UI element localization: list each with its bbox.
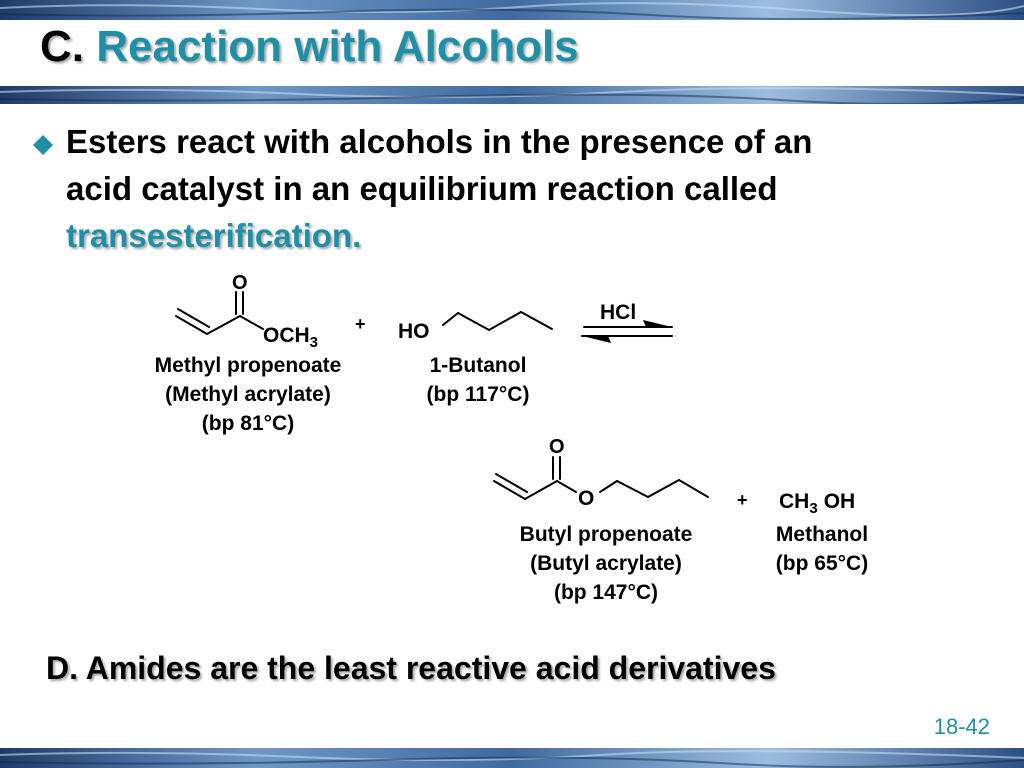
title-underline-band	[0, 86, 1024, 104]
butanol-structure	[442, 311, 553, 331]
methanol-label: Methanol (bp 65°C)	[752, 520, 892, 578]
ester-o-label: O	[578, 487, 594, 510]
product-carbonyl-o-label: O	[549, 436, 565, 458]
plus-sign: +	[355, 314, 366, 334]
butyl-acrylate-name: (Butyl acrylate)	[530, 552, 682, 575]
butanol-label: 1-Butanol (bp 117°C)	[398, 351, 558, 409]
title-text: Reaction with Alcohols	[96, 22, 579, 71]
bullet-line-1: Esters react with alcohols in the presen…	[66, 123, 813, 160]
bullet-highlight-term: transesterification.	[66, 217, 362, 254]
equilibrium-arrow	[581, 326, 673, 337]
reverse-arrowhead-icon	[582, 336, 611, 343]
diamond-bullet-icon	[33, 135, 53, 155]
methyl-acrylate-name: (Methyl acrylate)	[165, 383, 331, 406]
bullet-line-2: acid catalyst in an equilibrium reaction…	[66, 170, 778, 207]
butanol-bp: (bp 117°C)	[426, 383, 530, 406]
title-prefix: C.	[40, 22, 84, 71]
butanol-name: 1-Butanol	[429, 354, 527, 377]
forward-arrowhead-icon	[643, 320, 672, 327]
carbonyl-o-label: O	[232, 272, 248, 294]
methanol-bp: (bp 65°C)	[775, 552, 869, 575]
methyl-propenoate-label: Methyl propenoate (Methyl acrylate) (bp …	[128, 351, 368, 438]
bottom-band	[0, 748, 1024, 768]
section-d-heading: D. Amides are the least reactive acid de…	[46, 650, 776, 686]
top-band	[0, 0, 1024, 20]
page-number: 18-42	[933, 714, 990, 739]
butyl-propenoate-label: Butyl propenoate (Butyl acrylate) (bp 14…	[488, 520, 724, 607]
methyl-propenoate-name: Methyl propenoate	[154, 354, 342, 377]
alcohol-ho-label: HO	[398, 320, 430, 343]
methyl-propenoate-bp: (bp 81°C)	[201, 412, 295, 435]
butyl-propenoate-name: Butyl propenoate	[519, 523, 693, 546]
methyl-propenoate-structure	[175, 291, 264, 335]
product-plus-sign: +	[737, 490, 748, 510]
catalyst-label: HCl	[600, 301, 636, 324]
slide-title: C. Reaction with Alcohols	[40, 22, 579, 72]
butyl-propenoate-structure	[493, 456, 709, 500]
och3-label: OCH3	[263, 324, 318, 351]
methanol-name: Methanol	[775, 523, 869, 546]
butyl-propenoate-bp: (bp 147°C)	[553, 581, 659, 604]
bullet-text: Esters react with alcohols in the presen…	[66, 118, 990, 259]
bullet-point: Esters react with alcohols in the presen…	[30, 118, 990, 259]
